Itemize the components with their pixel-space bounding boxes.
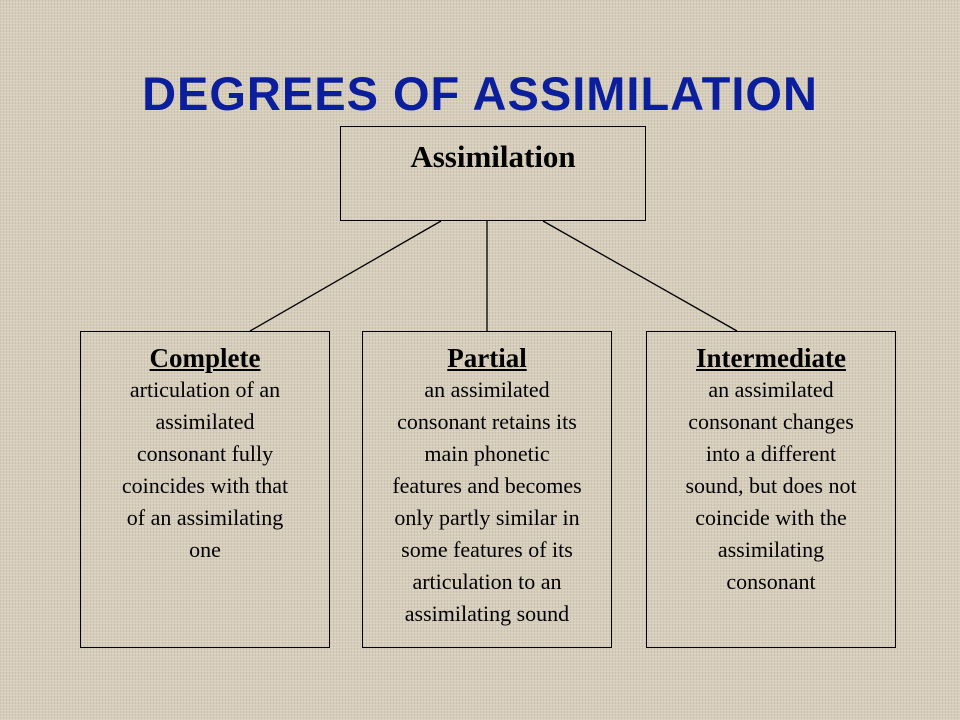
node-text-line: features and becomes (392, 473, 582, 498)
slide-title: DEGREES OF ASSIMILATION (142, 67, 818, 120)
node-text-line: sound, but does not (685, 473, 857, 498)
node-text-line: main phonetic (424, 441, 550, 466)
node-text-line: one (189, 537, 221, 562)
node-text-line: an assimilated (708, 377, 834, 402)
node-text-line: an assimilated (424, 377, 550, 402)
node-text-line: of an assimilating (126, 505, 284, 530)
node-text-line: consonant retains its (397, 409, 577, 434)
connector-intermediate (542, 220, 738, 332)
node-text-line: consonant fully (136, 441, 274, 466)
root-node: Assimilation (340, 126, 646, 221)
node-complete: Complete articulation of an assimilated … (80, 331, 330, 648)
node-text-line: articulation of an (129, 377, 281, 402)
node-text-line: assimilated (155, 409, 255, 434)
node-text-line: consonant changes (688, 409, 854, 434)
node-text-line: coincides with that (121, 473, 289, 498)
node-text-line: assimilating (717, 537, 825, 562)
node-heading: Partial (447, 343, 527, 373)
node-partial: Partial an assimilated consonant retains… (362, 331, 612, 648)
node-text-line: into a different (705, 441, 837, 466)
node-intermediate: Intermediate an assimilated consonant ch… (646, 331, 896, 648)
node-text-line: coincide with the (695, 505, 847, 530)
node-heading: Intermediate (696, 343, 846, 373)
node-text-line: only partly similar in (394, 505, 580, 530)
node-text-line: consonant (726, 569, 816, 594)
node-text-line: some features of its (401, 537, 573, 562)
node-text-line: articulation to an (412, 569, 562, 594)
root-label: Assimilation (410, 139, 576, 174)
connector-complete (249, 220, 442, 332)
node-text-line: assimilating sound (404, 601, 570, 626)
node-heading: Complete (149, 343, 261, 373)
